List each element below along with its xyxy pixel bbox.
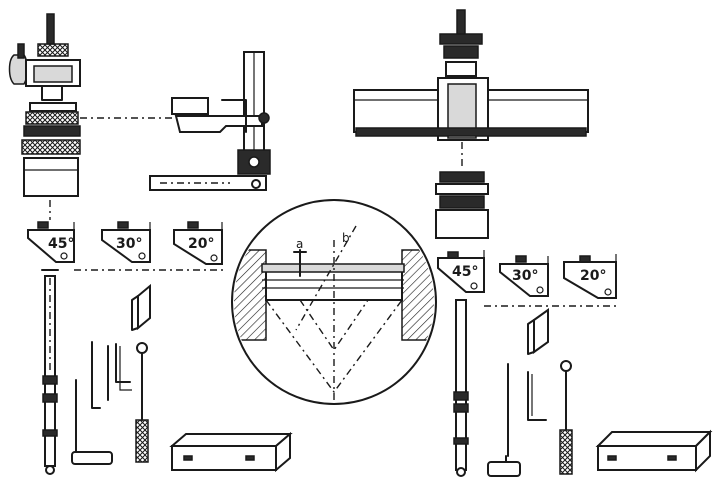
right-spindle-rod <box>453 299 469 477</box>
angle-block-20-right: 20° <box>563 254 617 299</box>
angle-label-30-left: 30° <box>116 236 142 252</box>
detail-label-a: a <box>296 237 303 251</box>
clamp-stand <box>149 51 271 191</box>
right-sharpener-head <box>353 9 589 239</box>
left-sharpener-head <box>8 13 81 197</box>
angle-block-30-left: 30° <box>101 221 151 263</box>
right-tweezers <box>487 455 521 477</box>
angle-block-20-left: 20° <box>173 221 223 265</box>
left-brush <box>135 342 149 463</box>
right-hex-keys <box>507 363 547 457</box>
right-insert-piece <box>527 308 549 355</box>
angle-block-45-left: 45° <box>27 221 75 263</box>
angle-label-30-right: 30° <box>512 268 538 284</box>
angle-label-45-right: 45° <box>452 264 478 280</box>
right-case <box>595 429 713 473</box>
left-hex-keys <box>91 341 132 409</box>
left-tweezers <box>71 379 113 465</box>
left-insert-piece <box>131 283 151 331</box>
left-angle-blocks: 45° 30° 20° <box>27 221 226 271</box>
angle-block-30-right: 30° <box>499 255 549 297</box>
detail-magnified-view: a b <box>231 199 437 405</box>
angle-block-45-right: 45° <box>437 250 485 293</box>
left-spindle-rod <box>41 269 59 475</box>
angle-label-45-left: 45° <box>48 236 74 252</box>
detail-label-b: b <box>342 231 350 245</box>
angle-label-20-right: 20° <box>580 268 606 284</box>
right-brush <box>559 360 573 475</box>
angle-label-20-left: 20° <box>188 236 214 252</box>
left-case <box>169 431 293 473</box>
right-angle-blocks: 45° 30° 20° <box>437 250 620 307</box>
